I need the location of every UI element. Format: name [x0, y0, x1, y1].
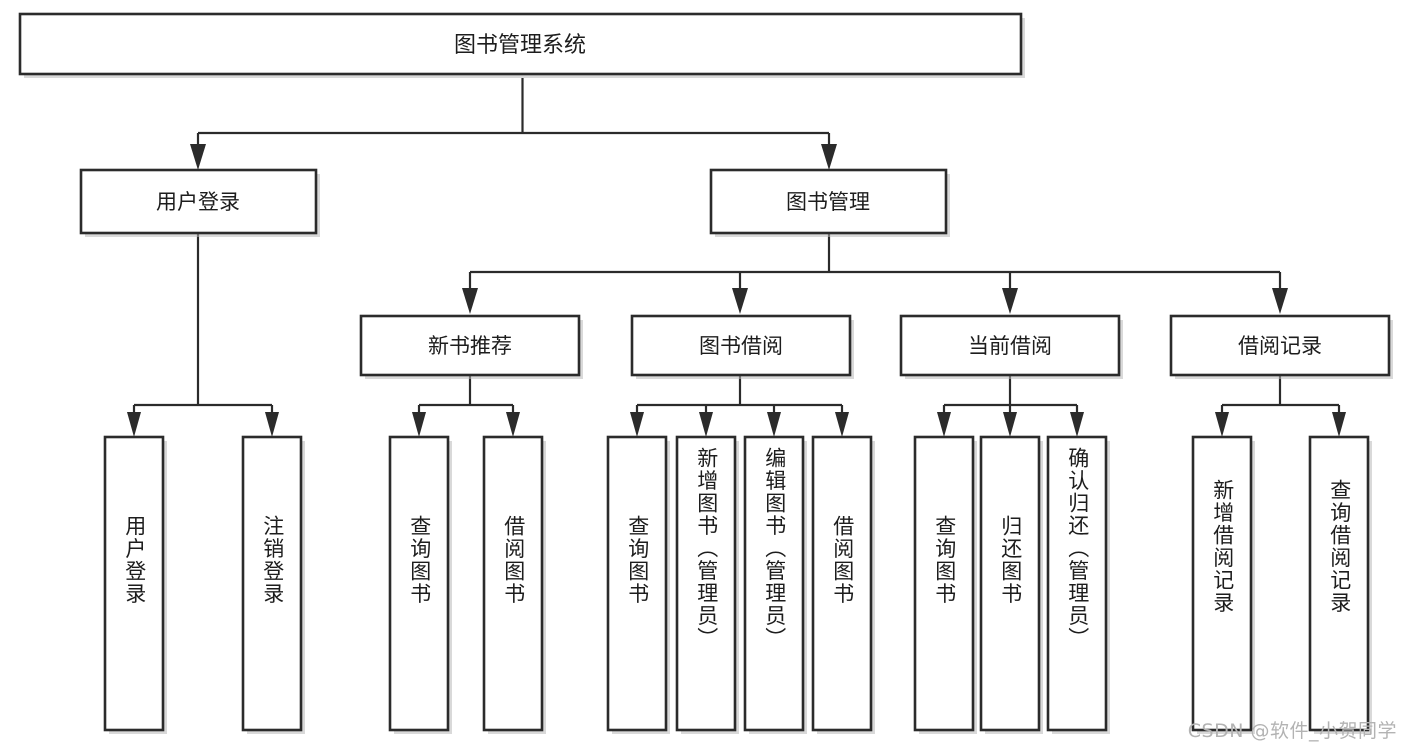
leaf-box [979, 435, 1041, 732]
arrow-cb-c2 [1003, 412, 1017, 437]
book-management-label: 图书管理 [786, 190, 870, 214]
leaf-box [103, 435, 165, 732]
current-borrow-box [899, 314, 1121, 377]
leaf-box [388, 435, 450, 732]
node-leaf-current-borrow-2[interactable] [979, 435, 1043, 734]
user-login-label: 用户登录 [156, 190, 240, 214]
arrow-cb-c3 [1070, 412, 1084, 437]
arrow-nbr-c2 [506, 412, 520, 437]
node-leaf-borrow-record-1[interactable] [1191, 435, 1255, 734]
node-book-borrow[interactable]: 图书借阅 [630, 314, 854, 379]
node-leaf-book-borrow-1[interactable] [606, 435, 670, 734]
borrow-record-label: 借阅记录 [1238, 334, 1322, 358]
arrow-bb-c3 [767, 412, 781, 437]
leaf-box [743, 435, 805, 732]
node-new-book-recommend[interactable]: 新书推荐 [359, 314, 583, 379]
root-label: 图书管理系统 [454, 33, 586, 58]
arrow-bb-c2 [699, 412, 713, 437]
arrow-br-c2 [1332, 412, 1346, 437]
node-leaf-borrow-record-2[interactable] [1308, 435, 1372, 734]
arrow-bm-c4 [1272, 288, 1288, 314]
node-leaf-book-borrow-3[interactable] [743, 435, 807, 734]
leaf-box [241, 435, 303, 732]
node-leaf-new-book-2[interactable] [482, 435, 546, 734]
node-current-borrow[interactable]: 当前借阅 [899, 314, 1123, 379]
arrow-bm-c1 [462, 288, 478, 314]
borrow-record-box [1169, 314, 1391, 377]
node-leaf-new-book-1[interactable] [388, 435, 452, 734]
root-box [18, 12, 1023, 76]
node-leaf-user-login-1[interactable] [103, 435, 167, 734]
leaf-box [1046, 435, 1108, 732]
book-borrow-box [630, 314, 852, 377]
node-leaf-book-borrow-2[interactable] [675, 435, 739, 734]
node-leaf-user-login-2[interactable] [241, 435, 305, 734]
arrow-nbr-c1 [412, 412, 426, 437]
node-root[interactable]: 图书管理系统 [18, 12, 1025, 78]
node-book-management[interactable]: 图书管理 [709, 168, 950, 237]
arrow-br-c1 [1215, 412, 1229, 437]
new-book-recommend-box [359, 314, 581, 377]
book-management-box [709, 168, 948, 235]
csdn-watermark: CSDN @软件_小贺同学 [1187, 720, 1397, 742]
node-user-login[interactable]: 用户登录 [79, 168, 320, 237]
node-borrow-record[interactable]: 借阅记录 [1169, 314, 1393, 379]
leaf-box [675, 435, 737, 732]
arrow-bm-c2 [732, 288, 748, 314]
arrow-bm-c3 [1002, 288, 1018, 314]
arrow-user-login-c1 [127, 412, 141, 437]
leaf-box [913, 435, 975, 732]
arrow-bb-c1 [630, 412, 644, 437]
leaf-box [606, 435, 668, 732]
arrow-cb-c1 [937, 412, 951, 437]
node-leaf-current-borrow-3[interactable] [1046, 435, 1110, 734]
arrow-to-user-login [190, 144, 206, 170]
edge-group [127, 78, 1346, 437]
leaf-box [482, 435, 544, 732]
leaf-box [811, 435, 873, 732]
new-book-recommend-label: 新书推荐 [428, 334, 512, 358]
node-leaf-current-borrow-1[interactable] [913, 435, 977, 734]
book-borrow-label: 图书借阅 [699, 334, 783, 358]
arrow-bb-c4 [835, 412, 849, 437]
arrow-to-book-mgmt [821, 144, 837, 170]
leaf-box [1308, 435, 1370, 732]
node-leaf-book-borrow-4[interactable] [811, 435, 875, 734]
current-borrow-label: 当前借阅 [968, 334, 1052, 358]
leaf-box [1191, 435, 1253, 732]
user-login-box [79, 168, 318, 235]
arrow-user-login-c2 [265, 412, 279, 437]
